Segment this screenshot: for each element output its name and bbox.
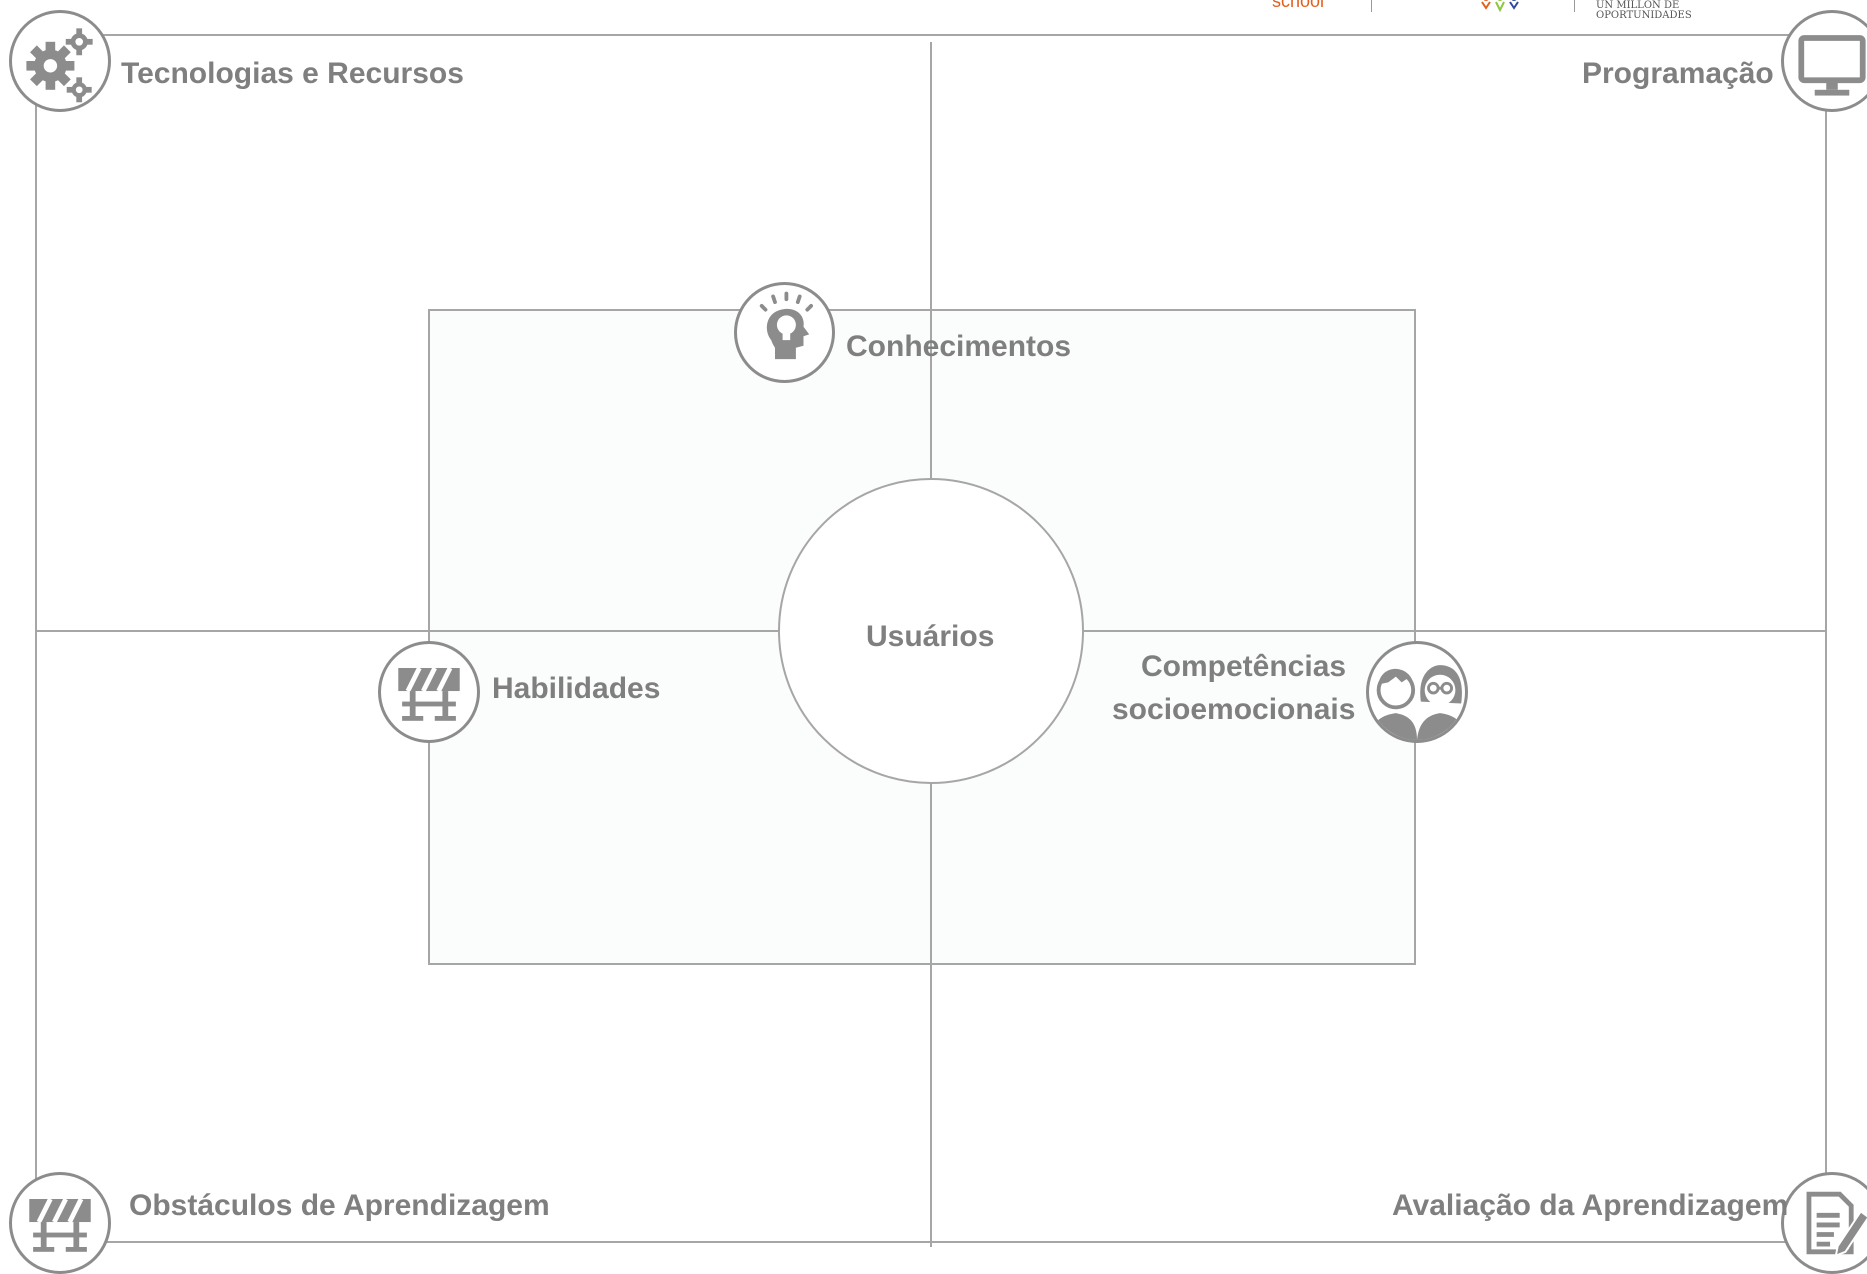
habilidades-label: Habilidades	[492, 672, 661, 705]
school-logo-text: school	[1272, 0, 1325, 11]
bottom-right-label: Avaliação da Aprendizagem	[1392, 1189, 1789, 1222]
competencias-label-line2: socioemocionais	[1112, 693, 1356, 726]
partner-logos: school UN MILLÓN DE OPORTUNIDADES	[1260, 0, 1760, 21]
monitor-icon	[1781, 10, 1867, 112]
outer-top-line	[36, 34, 1826, 36]
lightbulb-head-icon	[734, 282, 835, 383]
outer-right-line	[1825, 34, 1827, 1243]
bottom-left-label: Obstáculos de Aprendizagem	[129, 1189, 550, 1222]
barrier-icon	[378, 641, 480, 743]
logo-tagline: UN MILLÓN DE OPORTUNIDADES	[1596, 0, 1692, 21]
logo-divider	[1574, 0, 1575, 12]
outer-left-line	[35, 34, 37, 1243]
gears-icon	[9, 10, 111, 112]
people-icon	[1366, 641, 1468, 743]
people-logo-icon	[1481, 0, 1519, 13]
top-left-label: Tecnologias e Recursos	[121, 57, 464, 90]
top-right-label: Programação	[1582, 57, 1774, 90]
barrier-icon	[9, 1172, 111, 1274]
document-pen-icon	[1781, 1172, 1867, 1274]
competencias-label-line1: Competências	[1141, 650, 1347, 683]
center-label: Usuários	[866, 620, 995, 653]
logo-divider	[1371, 0, 1372, 12]
center-circle	[778, 478, 1084, 784]
conhecimentos-label: Conhecimentos	[846, 330, 1072, 363]
